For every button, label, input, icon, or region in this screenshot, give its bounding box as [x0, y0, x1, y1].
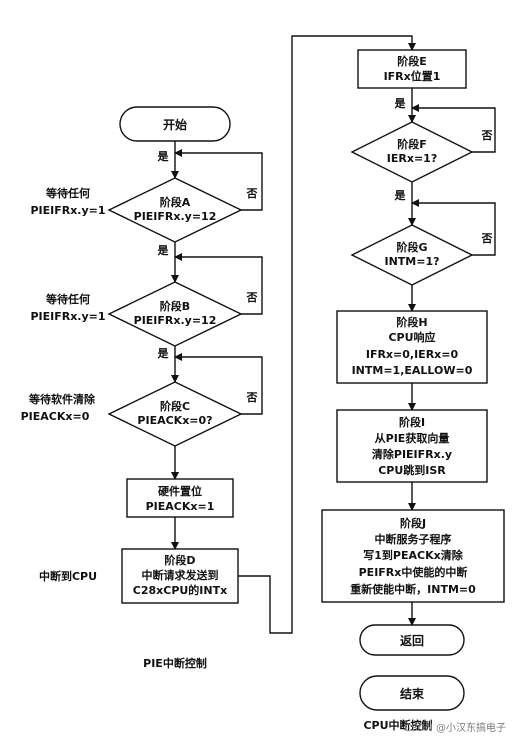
stage-j-box: [321, 509, 505, 603]
stage-j-line-2: 中断服务子程序: [375, 532, 452, 546]
stage-h-line-3: IFRx=0,IERx=0: [366, 348, 459, 361]
stage-d-line-3: C28xCPU的INTx: [133, 583, 227, 597]
hw-set-line-2: PIEACKx=1: [146, 500, 215, 513]
stage-e-line-1: 阶段E: [397, 54, 427, 68]
wait-sw-clear-line-1: 等待软件清除: [28, 392, 96, 406]
stage-j-line-1: 阶段J: [400, 516, 426, 530]
stage-c-no-loop: [174, 353, 263, 415]
wait-sw-clear-line-2: PIEACKx=0: [21, 410, 90, 423]
stage-g-no-loop: [411, 199, 496, 256]
end-label: 结束: [400, 686, 425, 701]
stage-a-line-1: 阶段A: [160, 195, 191, 209]
right-column: 阶段E IFRx位置1 阶段F IERx=1? 否 是 阶段G INTM=1? …: [321, 49, 505, 732]
stage-g-yes: 是: [394, 189, 407, 202]
stage-h-line-2: CPU响应: [388, 330, 435, 344]
stage-j-line-5: 重新使能中断，INTM=0: [350, 582, 476, 596]
stage-e-box: [357, 49, 467, 89]
stage-i-box: [336, 409, 488, 483]
left-column: 开始 阶段A PIEIFRx.y=12 否 是 等待任何 PIEIFRx.y=1…: [21, 35, 416, 670]
stage-g-line-1: 阶段G: [396, 240, 427, 254]
stage-b-no: 否: [246, 291, 258, 304]
stage-c-line-1: 阶段C: [160, 399, 190, 413]
stage-a-yes: 是: [157, 150, 170, 163]
wait-any-1-line-1: 等待任何: [45, 186, 90, 200]
stage-d-box: [121, 548, 239, 604]
flow-d-to-e: [238, 35, 416, 634]
stage-j-line-3: 写1到PEACKx清除: [363, 548, 463, 562]
stage-i-line-1: 阶段I: [399, 415, 425, 429]
stage-c-yes: 是: [157, 347, 170, 360]
stage-c-no: 否: [246, 391, 258, 404]
stage-d-line-1: 阶段D: [164, 553, 195, 567]
return-label: 返回: [400, 633, 424, 648]
wait-any-1-line-2: PIEIFRx.y=1: [30, 204, 105, 217]
stage-g-no: 否: [481, 232, 493, 245]
stage-f-line-1: 阶段F: [397, 137, 427, 151]
stage-b-no-loop: [174, 253, 263, 315]
hw-set-box: [126, 478, 234, 518]
stage-g-line-2: INTM=1?: [385, 255, 440, 268]
stage-h-box: [336, 310, 488, 384]
stage-h-line-1: 阶段H: [396, 315, 427, 329]
stage-d-line-2: 中断请求发送到: [142, 568, 219, 582]
wait-any-2-line-2: PIEIFRx.y=1: [30, 310, 105, 323]
stage-e-line-2: IFRx位置1: [384, 69, 441, 83]
cpu-caption: CPU中断控制: [363, 718, 432, 732]
stage-i-line-4: CPU跳到ISR: [378, 463, 446, 477]
start-label: 开始: [163, 117, 187, 132]
end-terminal: [359, 675, 465, 711]
stage-j-line-4: PEIFRx中使能的中断: [359, 565, 468, 579]
stage-a-no: 否: [246, 187, 258, 200]
stage-h-line-4: INTM=1,EALLOW=0: [352, 364, 473, 377]
stage-f-yes: 是: [394, 97, 407, 110]
to-cpu-label: 中断到CPU: [39, 569, 97, 583]
pie-caption: PIE中断控制: [143, 656, 207, 670]
stage-a-no-loop: [174, 149, 263, 211]
stage-a-line-2: PIEIFRx.y=12: [134, 210, 217, 223]
stage-b-yes: 是: [157, 244, 170, 257]
watermark: CSDN @小汉东搞电子: [404, 721, 506, 734]
stage-b-line-2: PIEIFRx.y=12: [134, 314, 217, 327]
stage-c-line-2: PIEACKx=0?: [137, 414, 212, 427]
stage-f-no-loop: [411, 104, 496, 153]
stage-f-no: 否: [481, 129, 493, 142]
stage-f-line-2: IERx=1?: [387, 152, 437, 165]
stage-i-line-3: 清除PIEIFRx.y: [372, 447, 452, 461]
stage-i-line-2: 从PIE获取向量: [375, 431, 450, 445]
return-terminal: [359, 624, 465, 656]
wait-any-2-line-1: 等待任何: [45, 292, 90, 306]
stage-b-line-1: 阶段B: [160, 299, 190, 313]
hw-set-line-1: 硬件置位: [158, 484, 202, 498]
